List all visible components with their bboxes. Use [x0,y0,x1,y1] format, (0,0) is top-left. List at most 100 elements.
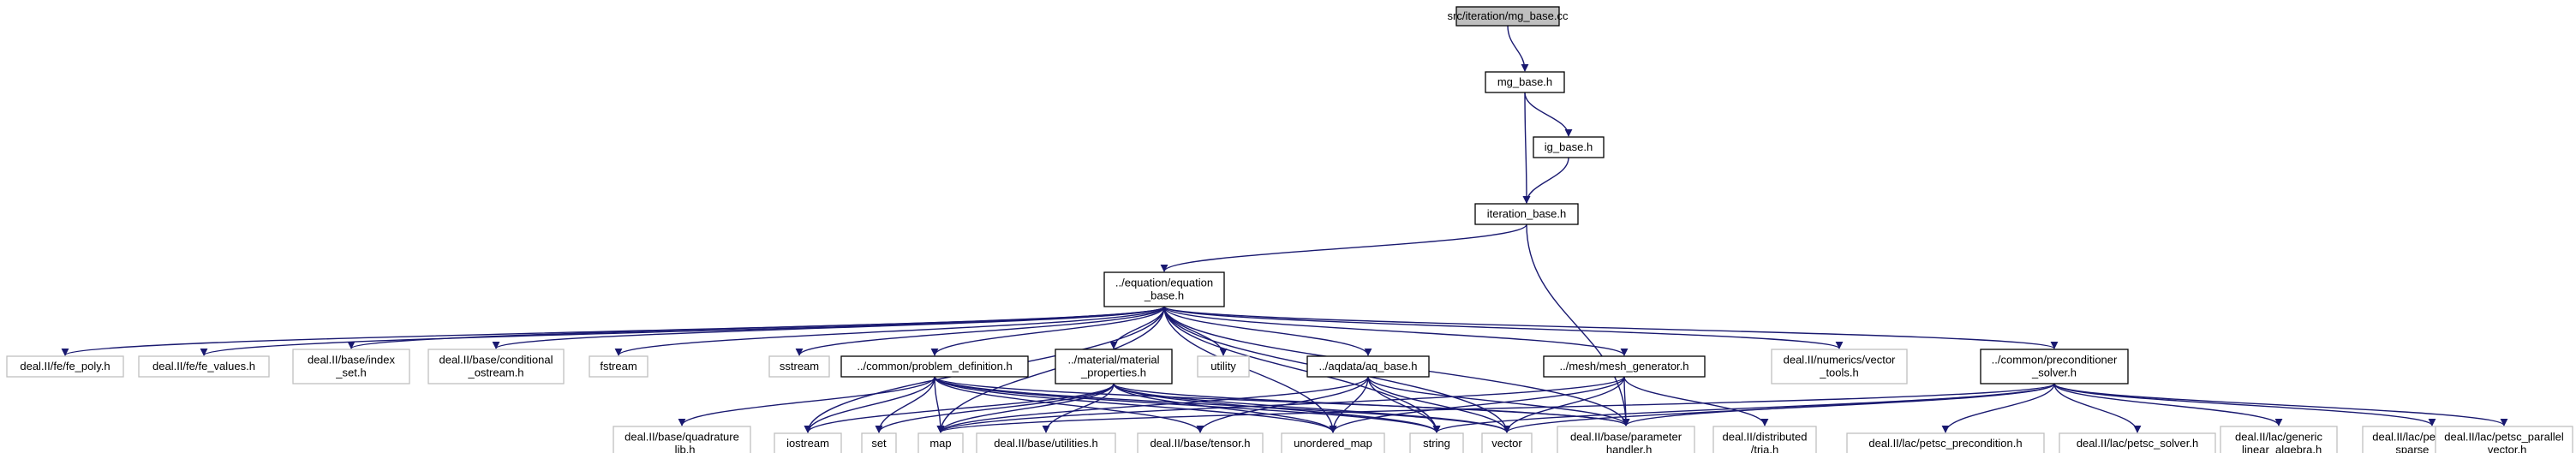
node-aq_base[interactable]: ../aqdata/aq_base.h [1306,355,1430,378]
edge-iteration_base-to-parameter_handler [1526,224,1630,426]
node-label: deal.II/base/parameter [1570,431,1682,444]
edge-problem_definition-to-map [934,376,945,433]
node-box [1197,355,1250,378]
node-box [1409,432,1464,453]
node-petsc_precondition: deal.II/lac/petsc_precondition.h [1846,432,2045,453]
node-box [6,355,124,378]
edge-material_properties-to-string [1113,383,1441,433]
node-problem_definition[interactable]: ../common/problem_definition.h [840,355,1029,378]
edge-equation_base-to-fe_poly [61,306,1165,356]
node-box [1103,271,1225,307]
node-box [1543,355,1706,378]
edge-aq_base-to-string [1367,376,1441,433]
node-box [861,432,897,453]
edge-preconditioner_solver-to-map [936,383,2055,433]
edge-preconditioner_solver-to-petsc_parallel_sparse_matrix [2053,383,2436,426]
node-box [1485,71,1565,93]
node-label: iostream [786,437,829,450]
edge-preconditioner_solver-to-parameter_handler [1622,383,2055,426]
node-mg_base[interactable]: mg_base.h [1485,71,1565,93]
node-box [1474,203,1579,225]
node-label: deal.II/base/conditional [439,354,553,367]
node-generic_linear_algebra: deal.II/lac/generic_linear_algebra.h [2220,426,2338,453]
node-box [1557,426,1695,453]
node-index_set: deal.II/base/index_set.h [292,349,410,384]
edge-preconditioner_solver-to-petsc_precondition [1941,383,2055,433]
node-box [613,426,751,453]
node-preconditioner_solver[interactable]: ../common/preconditioner_solver.h [1980,349,2129,384]
node-label: iteration_base.h [1487,207,1567,220]
node-box [138,355,270,378]
edge-ig_base-to-iteration_base [1522,157,1569,204]
edge-mesh_generator-to-vector [1503,376,1625,433]
node-label: _base.h [1144,289,1184,302]
node-box [1481,432,1533,453]
node-label: sstream [780,360,819,373]
edge-equation_base-to-fstream [614,306,1165,356]
node-conditional_ostream: deal.II/base/conditional_ostream.h [427,349,565,384]
node-label: unordered_map [1294,437,1372,450]
node-utility: utility [1197,355,1250,378]
node-label: set [871,437,887,450]
node-equation_base[interactable]: ../equation/equation_base.h [1103,271,1225,307]
node-iostream: iostream [774,432,842,453]
edge-mesh_generator-to-unordered_map [1329,376,1625,433]
node-label: _lib.h [667,444,695,453]
edge-material_properties-to-iostream [804,383,1115,433]
edge-problem_definition-to-quadrature_lib [678,376,935,426]
node-box [1055,349,1173,384]
node-label: ../material/material [1068,354,1160,367]
node-material_properties[interactable]: ../material/material_properties.h [1055,349,1173,384]
edge-equation_base-to-problem_definition [930,306,1165,356]
node-label: deal.II/numerics/vector [1784,354,1896,367]
node-box [917,432,964,453]
edge-mesh_generator-to-parameter_handler [1622,376,1630,426]
node-label: deal.II/lac/petsc_precondition.h [1868,437,2022,450]
node-base_utilities: deal.II/base/utilities.h [976,432,1116,453]
node-label: deal.II/lac/generic [2235,431,2322,444]
edge-preconditioner_solver-to-petsc_parallel_vector [2053,383,2508,426]
edge-equation_base-to-preconditioner_solver [1163,306,2059,349]
node-iteration_base[interactable]: iteration_base.h [1474,203,1579,225]
node-ig_base[interactable]: ig_base.h [1533,136,1605,158]
node-box [2059,432,2216,453]
node-mesh_generator[interactable]: ../mesh/mesh_generator.h [1543,355,1706,378]
edge-equation_base-to-index_set [347,306,1165,349]
node-label: _properties.h [1080,367,1146,379]
node-label: ../common/preconditioner [1992,354,2118,367]
edge-preconditioner_solver-to-generic_linear_algebra [2053,383,2283,426]
node-string: string [1409,432,1464,453]
edge-mg_base-to-ig_base [1524,92,1573,137]
edge-aq_base-to-vector [1367,376,1511,433]
node-set: set [861,432,897,453]
edge-equation_base-to-mesh_generator [1163,306,1629,356]
edge-root-to-mg_base [1507,25,1529,72]
node-petsc_solver: deal.II/lac/petsc_solver.h [2059,432,2216,453]
node-label: utility [1210,360,1236,373]
node-unordered_map: unordered_map [1281,432,1385,453]
edge-equation_base-to-aq_base [1163,306,1372,356]
node-box [840,355,1029,378]
node-label: src/iteration/mg_base.cc [1448,9,1569,22]
edge-aq_base-to-map [936,376,1369,433]
node-label: ../aqdata/aq_base.h [1319,360,1418,373]
node-distributed_tria: deal.II/distributed/tria.h [1712,426,1817,453]
edge-problem_definition-to-base_tensor [934,376,1204,433]
node-vector: vector [1481,432,1533,453]
node-label: map [929,437,951,450]
node-box [1771,349,1908,384]
edge-equation_base-to-conditional_ostream [492,306,1165,349]
node-box [1455,6,1560,27]
node-fe_poly: deal.II/fe/fe_poly.h [6,355,124,378]
node-box [1281,432,1385,453]
node-root[interactable]: src/iteration/mg_base.cc [1448,6,1569,27]
node-label: ig_base.h [1545,140,1593,153]
edge-mesh_generator-to-map [936,376,1625,433]
edge-equation_base-to-vector_tools [1163,306,1844,349]
edge-problem_definition-to-unordered_map [934,376,1337,433]
node-label: _ostream.h [467,367,523,379]
node-box [774,432,842,453]
edge-mg_base-to-iteration_base [1522,92,1531,204]
node-fe_values: deal.II/fe/fe_values.h [138,355,270,378]
node-label: deal.II/distributed [1722,431,1807,444]
